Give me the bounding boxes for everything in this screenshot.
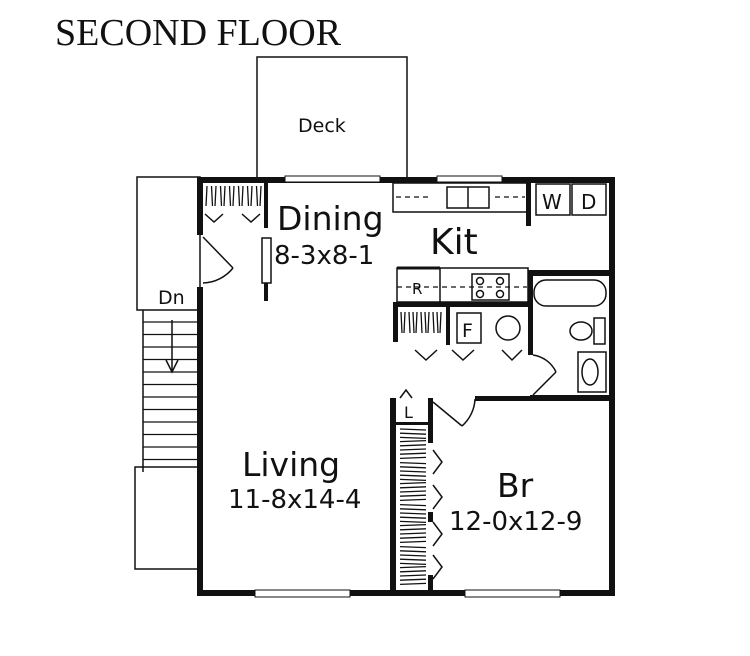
closet-rod-hanger	[205, 185, 208, 207]
closet-rod-hanger	[228, 185, 232, 207]
closet-shelf-line	[399, 540, 427, 544]
closet-shelf-line	[399, 508, 427, 511]
toilet-icon	[569, 321, 593, 341]
interior-walls: L	[390, 388, 613, 596]
closet-shelf-line	[399, 490, 427, 493]
stairs-down-label: Dn	[158, 287, 185, 309]
kitchen-counter	[392, 182, 531, 226]
closet-rod-hanger	[223, 185, 226, 207]
closet-rod-hanger	[424, 311, 427, 334]
closet-rod-hanger	[219, 185, 223, 207]
closet-shelf-line	[399, 516, 427, 519]
closet-shelf-line	[399, 439, 427, 443]
closet-rod-hanger	[420, 311, 423, 334]
kitchen-label: Kit	[430, 222, 478, 263]
closet-shelf-line	[399, 578, 427, 581]
bedroom-label: Br	[497, 466, 534, 505]
closet-rod-hanger	[432, 311, 435, 334]
dining-size: 8-3x8-1	[274, 241, 374, 271]
laundry: W D	[535, 183, 607, 216]
closet-rod-hanger	[214, 185, 217, 207]
utility-closets: F	[393, 302, 533, 362]
closet-shelf-line	[399, 444, 427, 447]
closet-shelf-line	[399, 486, 427, 489]
closet-rod-hanger	[400, 311, 403, 334]
closet-shelf-line	[399, 562, 427, 566]
bath-door[interactable]	[532, 371, 557, 396]
exterior-walls	[197, 177, 615, 596]
refrigerator-label: R	[412, 280, 422, 298]
closet-rod-hanger	[232, 185, 235, 207]
closet-shelf-line	[399, 494, 427, 497]
deck: Deck	[256, 56, 408, 180]
closet-shelf-line	[399, 574, 427, 577]
closet-shelf-line	[399, 470, 427, 473]
bedroom-size: 12-0x12-9	[449, 507, 582, 537]
closet-rod-hanger	[415, 311, 418, 334]
closet-rod-hanger	[241, 185, 244, 207]
dining-label: Dining	[277, 199, 384, 238]
closet-shelf-line	[399, 503, 427, 507]
closet-shelf-line	[399, 436, 427, 440]
stairs: Dn	[134, 176, 201, 570]
closet-rod-hanger	[246, 185, 250, 207]
entry-door[interactable]	[202, 236, 234, 284]
linen-closet-label: L	[404, 403, 413, 422]
closet-rod-hanger	[237, 185, 241, 207]
closet-rod-hanger	[427, 311, 430, 334]
plan-title: SECOND FLOOR	[55, 12, 342, 54]
washer-label: W	[542, 190, 562, 214]
closet-rod-hanger	[255, 185, 259, 207]
bathtub-icon	[533, 279, 607, 307]
dryer	[571, 183, 607, 216]
closet-shelf-line	[399, 481, 427, 485]
closet-rod-hanger	[259, 185, 262, 207]
range-icon	[471, 273, 510, 301]
windows	[254, 175, 561, 598]
closet-shelf-line	[399, 582, 427, 586]
closet-shelf-line	[399, 523, 427, 527]
closet-shelf-line	[399, 570, 427, 573]
closet-rod-hanger	[250, 185, 253, 207]
bathroom	[528, 270, 615, 400]
closet-shelf-line	[399, 545, 427, 549]
bedroom-door[interactable]	[432, 401, 463, 427]
closet-rod-hanger	[412, 311, 415, 334]
closet-rod-hanger	[210, 185, 214, 207]
closet-rod-hanger	[436, 311, 439, 334]
closet-shelf-line	[399, 554, 427, 557]
closet-rod-hanger	[439, 311, 442, 334]
closet-shelf-line	[399, 452, 427, 455]
closet-shelf-line	[399, 532, 427, 535]
sink-vanity	[577, 351, 607, 393]
closet-rod-hanger	[408, 311, 411, 334]
closet-shelf-line	[399, 528, 427, 531]
closet-shelf-line	[399, 520, 427, 524]
closet-shelf-line	[399, 498, 427, 502]
deck-label: Deck	[298, 115, 346, 137]
closet-shelf-line	[399, 461, 427, 465]
kitchen-lower-counter: R	[396, 266, 529, 303]
closet-shelf-line	[399, 558, 427, 561]
closet-rod-hanger	[403, 311, 406, 334]
closet-shelf-line	[399, 448, 427, 451]
living-size: 11-8x14-4	[228, 485, 361, 515]
closet-shelf-line	[399, 565, 427, 569]
closet-shelf-line	[399, 466, 427, 469]
dining-closet	[204, 183, 272, 301]
closet-shelf-line	[399, 550, 427, 553]
closet-shelf-line	[399, 478, 427, 482]
closet-shelf-line	[399, 536, 427, 539]
closet-shelf-line	[399, 432, 427, 435]
closet-shelf-line	[399, 474, 427, 477]
closet-shelf-line	[399, 456, 427, 460]
dryer-label: D	[581, 190, 596, 214]
closet-shelf-line	[399, 512, 427, 515]
furnace-label: F	[462, 320, 473, 342]
washer	[535, 183, 571, 216]
closet-shelf-line	[399, 428, 427, 431]
living-label: Living	[242, 445, 340, 484]
